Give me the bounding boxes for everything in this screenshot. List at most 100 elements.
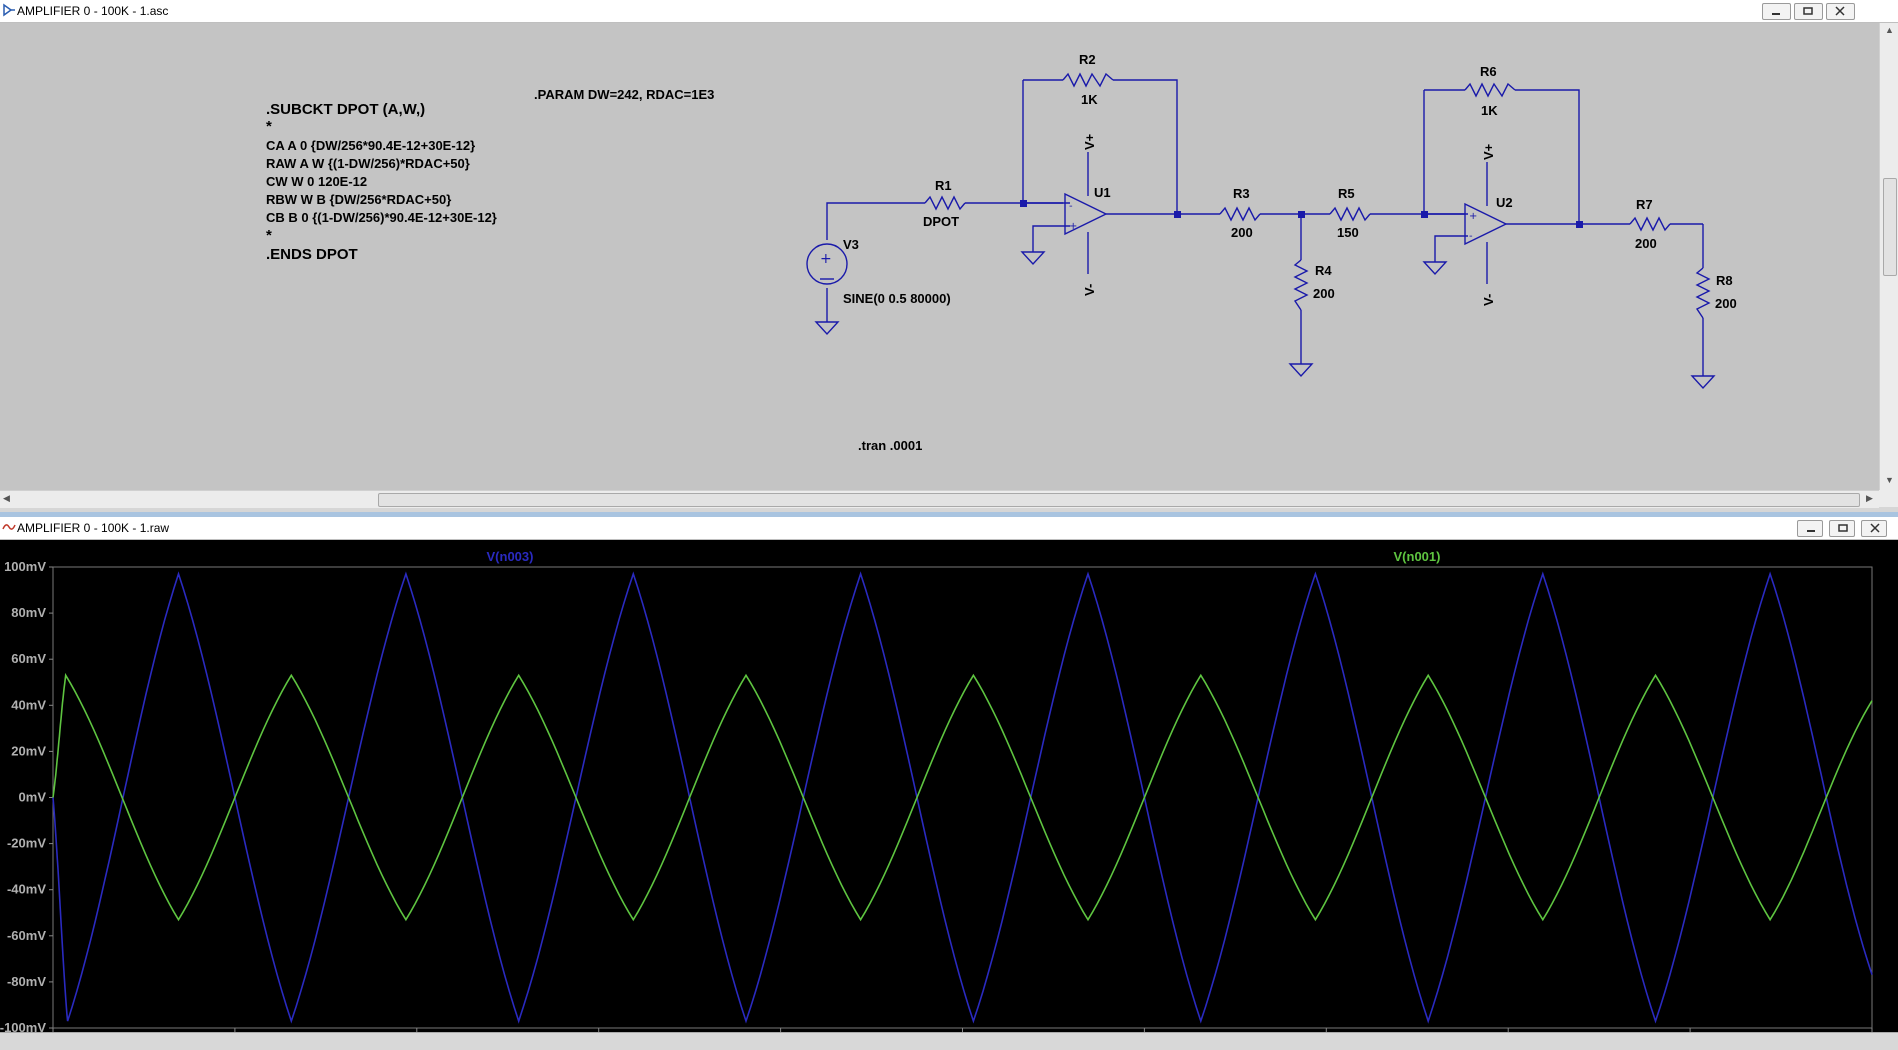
schematic-app-icon (3, 3, 15, 17)
restore-icon (1838, 524, 1848, 532)
r2-name: R2 (1079, 52, 1096, 67)
y-tick-label: -20mV (7, 836, 46, 851)
spice-line: CB B 0 {(1-DW/256)*90.4E-12+30E-12} (266, 210, 497, 225)
ground-icon (814, 321, 840, 336)
r3-value: 200 (1231, 225, 1253, 240)
y-axis[interactable]: 100mV 80mV 60mV 40mV 20mV 0mV -20mV -40mV -60mV -… (0, 559, 53, 1032)
y-tick-label: 100mV (4, 559, 46, 574)
spice-line: CW W 0 120E-12 (266, 174, 367, 189)
schematic-drawing[interactable]: .SUBCKT DPOT (A,W,) * CA A 0 {DW/256*90.… (0, 23, 1879, 490)
legend-label[interactable]: V(n003) (487, 549, 534, 564)
r5-name: R5 (1338, 186, 1355, 201)
spice-line: CA A 0 {DW/256*90.4E-12+30E-12} (266, 138, 475, 153)
ground-icon (1422, 261, 1448, 276)
r4-value: 200 (1313, 286, 1335, 301)
schematic-horizontal-scrollbar[interactable]: ◀ ▶ (0, 490, 1879, 508)
r3-name: R3 (1233, 186, 1250, 201)
scroll-up-arrow-icon[interactable]: ▲ (1885, 25, 1894, 35)
opamp-u1[interactable]: - + U1 V+ V- (1064, 133, 1111, 296)
minimize-button[interactable] (1762, 3, 1791, 20)
node-dots (1020, 200, 1583, 228)
traces[interactable] (52, 571, 1873, 1024)
scroll-down-arrow-icon[interactable]: ▼ (1885, 475, 1894, 485)
horizontal-scroll-thumb[interactable] (378, 493, 1860, 507)
waveform-titlebar[interactable]: AMPLIFIER 0 - 100K - 1.raw (0, 517, 1898, 540)
mdi-divider (0, 512, 1898, 517)
spice-line: * (266, 227, 272, 244)
schematic-canvas[interactable]: .SUBCKT DPOT (A,W,) * CA A 0 {DW/256*90.… (0, 23, 1879, 490)
minimize-icon (1772, 13, 1780, 15)
ground-icon (1288, 363, 1314, 378)
svg-text:+: + (1069, 221, 1077, 232)
svg-text:+: + (820, 251, 832, 267)
param-directive[interactable]: .PARAM DW=242, RDAC=1E3 (534, 87, 714, 102)
ground-symbols (814, 251, 1716, 390)
r1-name: R1 (935, 178, 952, 193)
y-tick-label: 40mV (11, 697, 46, 712)
close-button[interactable] (1826, 3, 1855, 20)
spice-line: * (266, 118, 272, 135)
plot-close-button[interactable] (1861, 520, 1887, 537)
status-bar (0, 1032, 1898, 1050)
r6-name: R6 (1480, 64, 1497, 79)
v3-name: V3 (843, 237, 859, 252)
r6-value: 1K (1481, 103, 1498, 118)
y-tick-label: -80mV (7, 974, 46, 989)
spice-line: .SUBCKT DPOT (A,W,) (266, 101, 425, 118)
spice-line: .ENDS DPOT (266, 246, 358, 263)
r8-name: R8 (1716, 273, 1733, 288)
restore-button[interactable] (1794, 3, 1823, 20)
ground-icon (1020, 251, 1046, 266)
waveform-plot[interactable]: 100mV 80mV 60mV 40mV 20mV 0mV -20mV -40mV -60mV -… (0, 540, 1898, 1032)
y-tick-label: -40mV (7, 882, 46, 897)
r7-name: R7 (1636, 197, 1653, 212)
resistor-symbols[interactable] (924, 72, 1711, 319)
wires[interactable] (826, 79, 1704, 376)
y-tick-label: 20mV (11, 743, 46, 758)
legend[interactable]: V(n003) V(n001) (487, 549, 1441, 564)
svg-text:-: - (1069, 201, 1073, 212)
plot-minimize-button[interactable] (1797, 520, 1823, 537)
r7-value: 200 (1635, 236, 1657, 251)
close-icon (1835, 6, 1845, 16)
scroll-left-arrow-icon[interactable]: ◀ (3, 493, 10, 503)
r4-name: R4 (1315, 263, 1332, 278)
y-tick-label: -100mV (0, 1020, 46, 1032)
restore-icon (1803, 7, 1813, 15)
ground-icon (1690, 375, 1716, 390)
schematic-window: AMPLIFIER 0 - 100K - 1.asc .SUBCKT DPOT … (0, 0, 1898, 514)
u1-vminus: V- (1082, 284, 1097, 296)
u2-name: U2 (1496, 195, 1513, 210)
y-tick-label: -60mV (7, 928, 46, 943)
schematic-title: AMPLIFIER 0 - 100K - 1.asc (17, 4, 169, 18)
waveform-window: AMPLIFIER 0 - 100K - 1.raw 100mV 80mV 60mV… (0, 517, 1898, 1049)
tran-directive[interactable]: .tran .0001 (858, 438, 922, 453)
resistor-labels: R1 DPOT R2 1K R3 200 R4 200 R5 150 R6 1K… (923, 52, 1737, 311)
y-tick-label: 0mV (19, 790, 47, 805)
r2-value: 1K (1081, 92, 1098, 107)
schematic-vertical-scrollbar[interactable]: ▲ ▼ (1879, 23, 1898, 490)
subckt-text-block[interactable]: .SUBCKT DPOT (A,W,) * CA A 0 {DW/256*90.… (266, 101, 497, 263)
spice-line: RAW A W {(1-DW/256)*RDAC+50} (266, 156, 470, 171)
u1-name: U1 (1094, 185, 1111, 200)
r1-value: DPOT (923, 214, 959, 229)
minimize-icon (1807, 530, 1815, 532)
opamp-u2[interactable]: + - U2 V+ V- (1464, 143, 1513, 306)
x-axis[interactable]: 0µs10µs20µs30µs40µs50µs60µs70µs80µs90µs1… (41, 1028, 1873, 1032)
schematic-titlebar[interactable]: AMPLIFIER 0 - 100K - 1.asc (0, 0, 1898, 23)
scroll-right-arrow-icon[interactable]: ▶ (1866, 493, 1873, 503)
y-tick-label: 80mV (11, 605, 46, 620)
spice-line: RBW W B {DW/256*RDAC+50} (266, 192, 451, 207)
u2-vminus: V- (1481, 294, 1496, 306)
svg-text:+: + (1469, 211, 1477, 222)
vertical-scroll-thumb[interactable] (1883, 178, 1897, 276)
waveform-title: AMPLIFIER 0 - 100K - 1.raw (17, 521, 170, 535)
voltage-source-v3[interactable]: + V3 SINE(0 0.5 80000) (806, 237, 951, 306)
legend-label[interactable]: V(n001) (1394, 549, 1441, 564)
trace-vn001[interactable] (52, 672, 1873, 922)
y-tick-label: 60mV (11, 651, 46, 666)
u1-vplus: V+ (1082, 133, 1097, 150)
plot-restore-button[interactable] (1829, 520, 1855, 537)
svg-text:-: - (1469, 231, 1473, 242)
u2-vplus: V+ (1481, 143, 1496, 160)
